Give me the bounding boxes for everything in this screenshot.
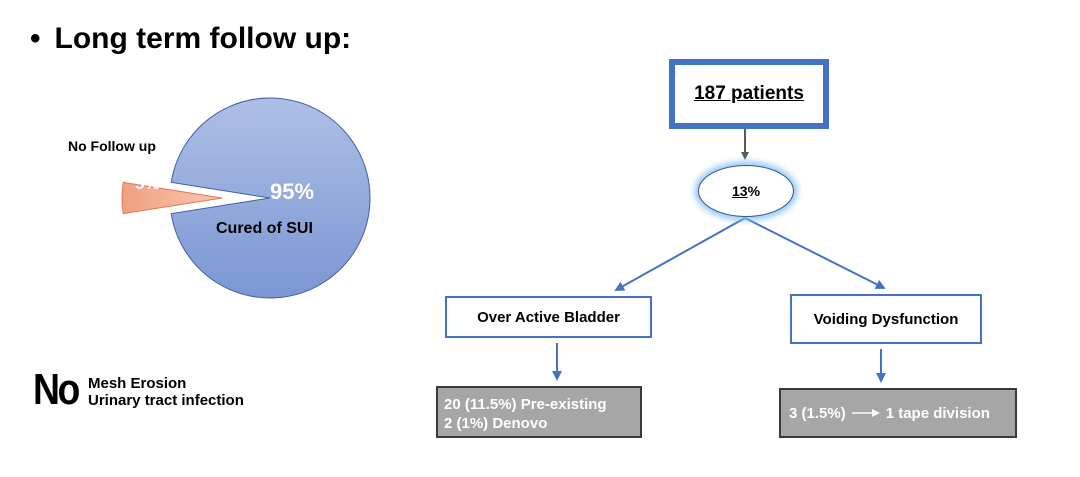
flow-percentage-oval: 13% xyxy=(698,165,794,217)
vd-detail-outcome: 1 tape division xyxy=(885,404,990,422)
pie-slice-no-follow-up xyxy=(121,181,223,215)
flow-box-voiding-dysfunction: Voiding Dysfunction xyxy=(790,294,982,344)
oab-detail-line-2: 2 (1%) Denovo xyxy=(444,415,548,432)
major-caption: Cured of SUI xyxy=(216,220,313,237)
pct-number: 13 xyxy=(731,183,748,199)
no-item-uti: Urinary tract infection xyxy=(88,392,244,409)
vd-detail-count: 3 (1.5%) xyxy=(789,404,846,422)
major-pct-label: 95% xyxy=(270,179,314,204)
slide-title: • Long term follow up: xyxy=(30,22,351,56)
no-follow-up-label: No Follow up xyxy=(68,138,156,154)
oab-detail-line-1: 20 (11.5%) Pre-existing xyxy=(444,396,607,413)
no-heading: No xyxy=(33,365,80,414)
flow-detail-oab: 20 (11.5%) Pre-existing 2 (1%) Denovo xyxy=(436,386,642,438)
flow-detail-vd: 3 (1.5%) 1 tape division xyxy=(779,388,1017,438)
minor-pct-label: 5% xyxy=(135,174,160,193)
flow-box-overactive-bladder: Over Active Bladder xyxy=(445,296,652,338)
pie-slice-cured xyxy=(170,97,371,299)
pct-sign: % xyxy=(747,183,761,199)
right-arrow-icon xyxy=(851,405,880,422)
title-text: Long term follow up: xyxy=(54,22,352,55)
title-bullet: • xyxy=(30,22,41,55)
flow-top-box: 187 patients xyxy=(669,59,829,129)
no-item-mesh-erosion: Mesh Erosion xyxy=(88,375,187,392)
